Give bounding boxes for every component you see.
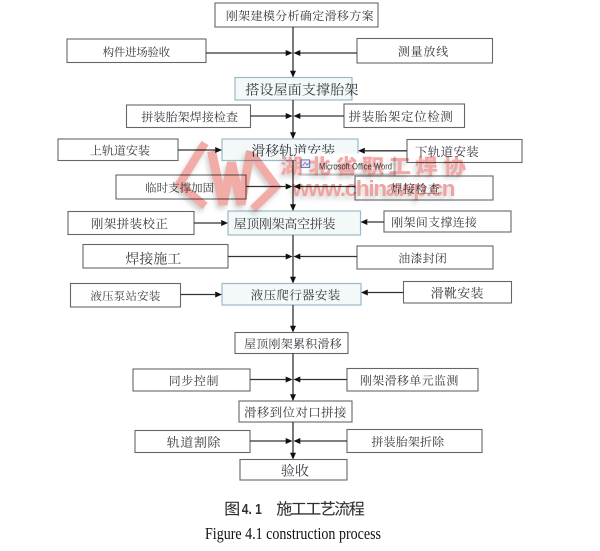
svg-text:Microsoft Office Word: Microsoft Office Word bbox=[319, 162, 392, 172]
svg-text:www.chinawp.cn: www.chinawp.cn bbox=[291, 176, 455, 201]
svg-text:Figure 4.1 construction proces: Figure 4.1 construction process bbox=[205, 524, 381, 543]
svg-text:4. 1: 4. 1 bbox=[242, 501, 262, 518]
